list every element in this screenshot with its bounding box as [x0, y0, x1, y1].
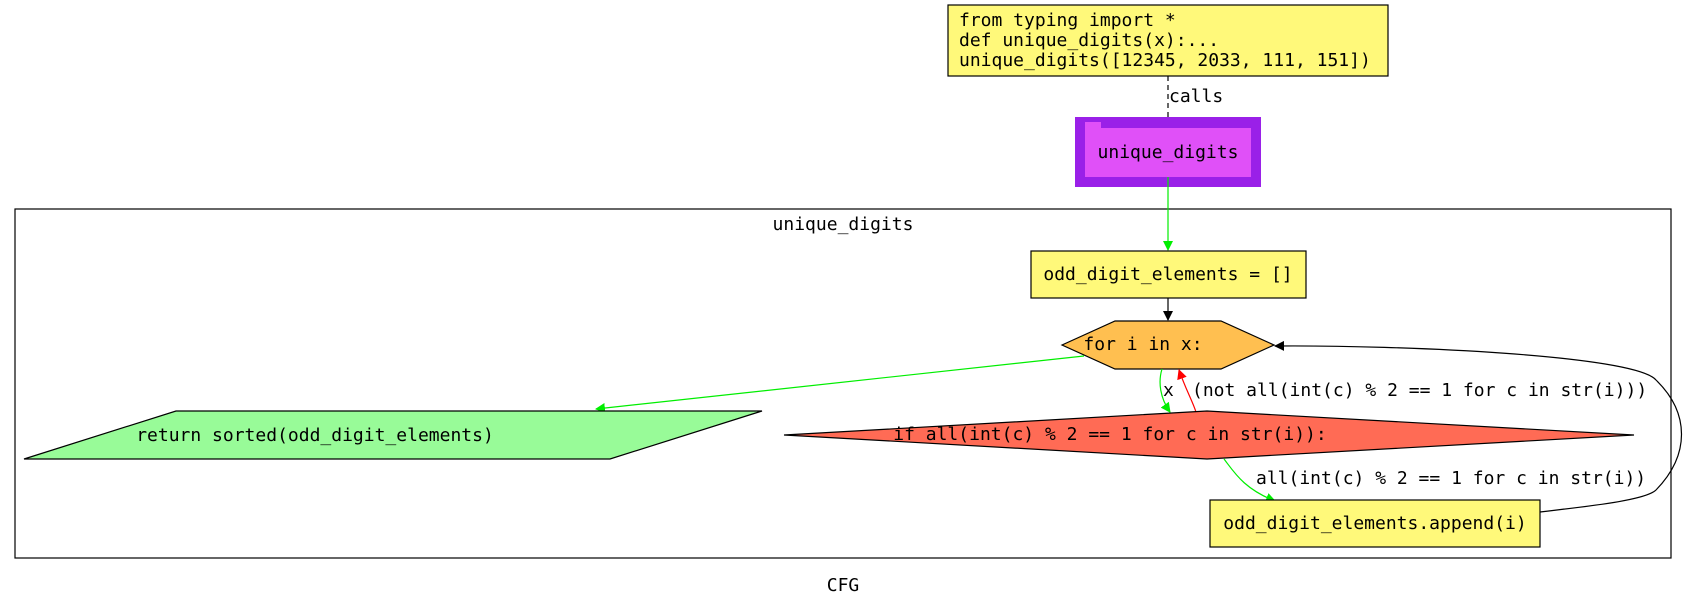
edge-calls-label: calls [1169, 86, 1223, 107]
edge-loop-to-return [595, 355, 1085, 413]
loop-node: for i in x: [1060, 320, 1276, 370]
entry-line-2: def unique_digits(x):... [959, 30, 1219, 51]
diagram-caption: CFG [827, 575, 860, 596]
condition-node-diamond [783, 410, 1635, 460]
append-node-box [1209, 499, 1541, 548]
function-node-tab [1085, 122, 1101, 130]
cluster-border [14, 208, 1672, 559]
condition-node-label: if all(int(c) % 2 == 1 for c in str(i)): [893, 424, 1326, 445]
function-node: unique_digits [1075, 117, 1261, 187]
entry-line-3: unique_digits([12345, 2033, 111, 151]) [959, 50, 1371, 71]
function-node-inner [1085, 128, 1251, 177]
cluster-label: unique_digits [773, 214, 914, 235]
cluster-unique-digits: unique_digits [14, 208, 1672, 559]
edge-condition-true: all(int(c) % 2 == 1 for c in str(i)) [1223, 458, 1646, 503]
append-node-label: odd_digit_elements.append(i) [1223, 513, 1526, 534]
return-node-shape [23, 410, 763, 460]
loop-node-label: for i in x: [1083, 334, 1202, 355]
edge-calls: calls [1163, 76, 1223, 127]
loop-node-hexagon [1060, 320, 1276, 370]
edge-append-to-loop [1274, 340, 1683, 513]
init-node-label: odd_digit_elements = [] [1043, 264, 1292, 285]
edge-condition-true-label: all(int(c) % 2 == 1 for c in str(i)) [1256, 468, 1646, 489]
edge-loop-to-condition-line [1159, 368, 1171, 413]
init-node: odd_digit_elements = [] [1030, 250, 1307, 299]
return-node: return sorted(odd_digit_elements) [23, 410, 763, 460]
edge-condition-false: (not all(int(c) % 2 == 1 for c in str(i)… [1177, 369, 1647, 413]
edge-condition-false-label: (not all(int(c) % 2 == 1 for c in str(i)… [1192, 380, 1647, 401]
condition-node: if all(int(c) % 2 == 1 for c in str(i)): [783, 410, 1635, 460]
edge-condition-false-line [1177, 369, 1197, 413]
return-node-label: return sorted(odd_digit_elements) [136, 425, 494, 446]
entry-line-1: from typing import * [959, 10, 1176, 31]
function-node-label: unique_digits [1098, 142, 1239, 163]
edge-condition-true-line [1223, 458, 1276, 503]
init-node-box [1030, 250, 1307, 299]
append-node: odd_digit_elements.append(i) [1209, 499, 1541, 548]
edge-loop-to-condition: x [1159, 368, 1174, 413]
edge-loop-to-condition-label: x [1163, 380, 1174, 401]
entry-node: from typing import * def unique_digits(x… [947, 4, 1389, 77]
entry-node-box [947, 4, 1389, 77]
